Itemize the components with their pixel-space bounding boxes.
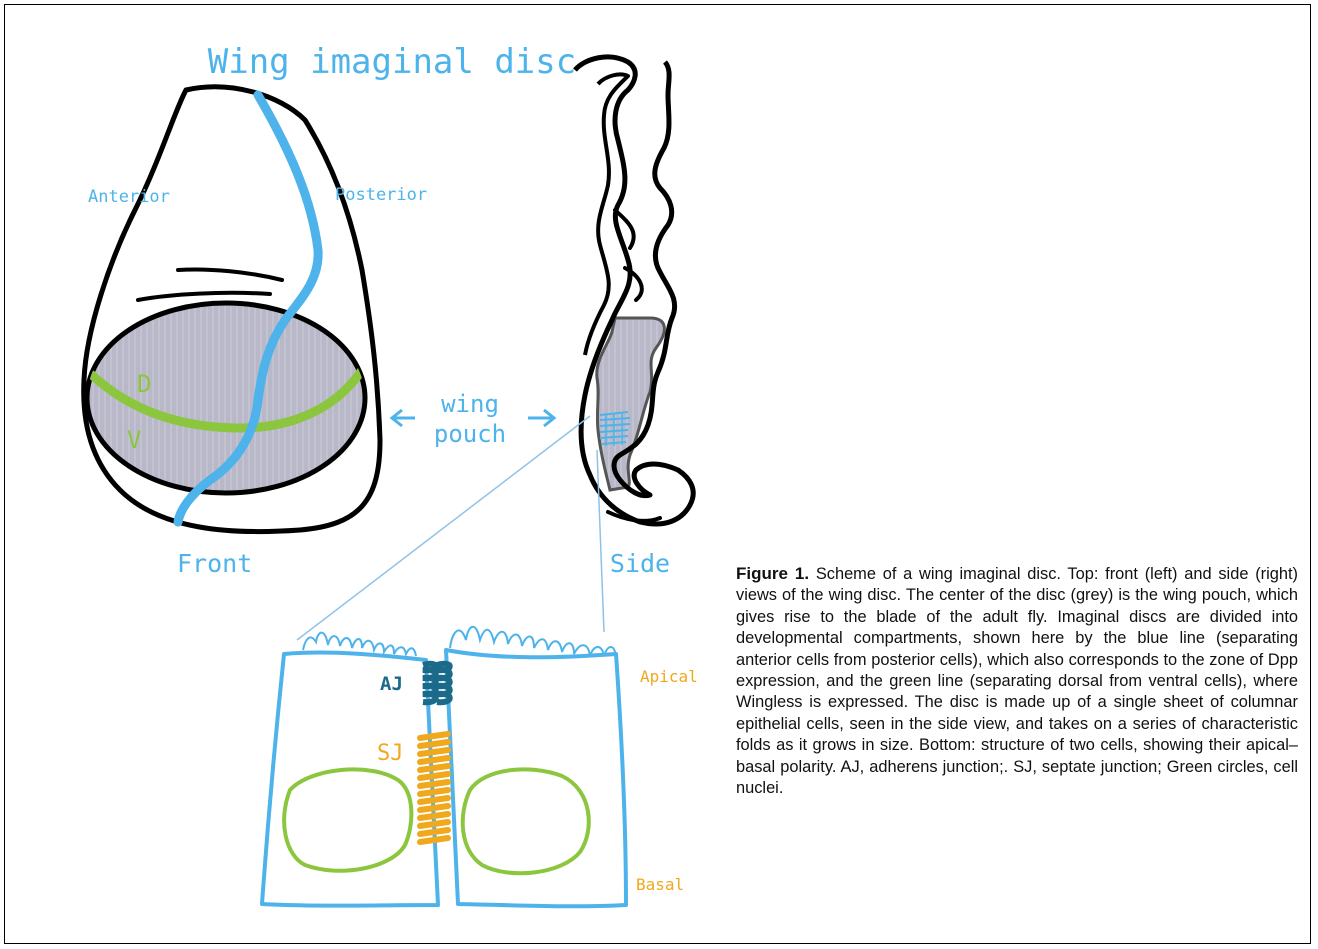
- dorsal-label: D: [137, 370, 151, 398]
- wing-pouch-label-line1: wing: [441, 390, 499, 418]
- anterior-label: Anterior: [88, 187, 170, 207]
- basal-label: Basal: [636, 875, 684, 894]
- left-cell-outline: [262, 653, 438, 906]
- side-disc-outline: [575, 57, 693, 524]
- side-view-label: Side: [610, 549, 670, 578]
- side-view: Side: [575, 57, 693, 578]
- sj-label: SJ: [377, 741, 404, 766]
- figure-caption-label: Figure 1.: [736, 564, 809, 583]
- front-view: Anterior Posterior D V Front: [84, 87, 427, 578]
- left-cell-nucleus: [284, 769, 411, 870]
- posterior-label: Posterior: [335, 185, 427, 205]
- apical-label: Apical: [640, 667, 698, 686]
- wing-pouch-label-line2: pouch: [434, 420, 506, 448]
- right-cell-outline: [446, 650, 626, 906]
- two-cells: AJ SJ Apical Basal: [262, 627, 698, 906]
- right-cell-microvilli: [450, 627, 616, 656]
- aj-label: AJ: [380, 673, 403, 695]
- fold-line-lower: [138, 293, 270, 300]
- fold-line-upper: [178, 269, 282, 280]
- adherens-junction: [423, 664, 450, 702]
- diagram-title: Wing imaginal disc: [208, 42, 576, 82]
- right-cell-nucleus: [463, 769, 589, 873]
- wing-pouch-annotation: wing pouch: [392, 390, 554, 448]
- figure-caption: Figure 1. Scheme of a wing imaginal disc…: [736, 563, 1298, 799]
- ventral-label: V: [127, 426, 141, 454]
- left-arrow-icon: [392, 410, 415, 426]
- right-arrow-icon: [528, 410, 554, 426]
- figure-caption-text: Scheme of a wing imaginal disc. Top: fro…: [736, 565, 1298, 797]
- front-view-label: Front: [177, 549, 252, 578]
- zoom-line-right: [597, 450, 604, 632]
